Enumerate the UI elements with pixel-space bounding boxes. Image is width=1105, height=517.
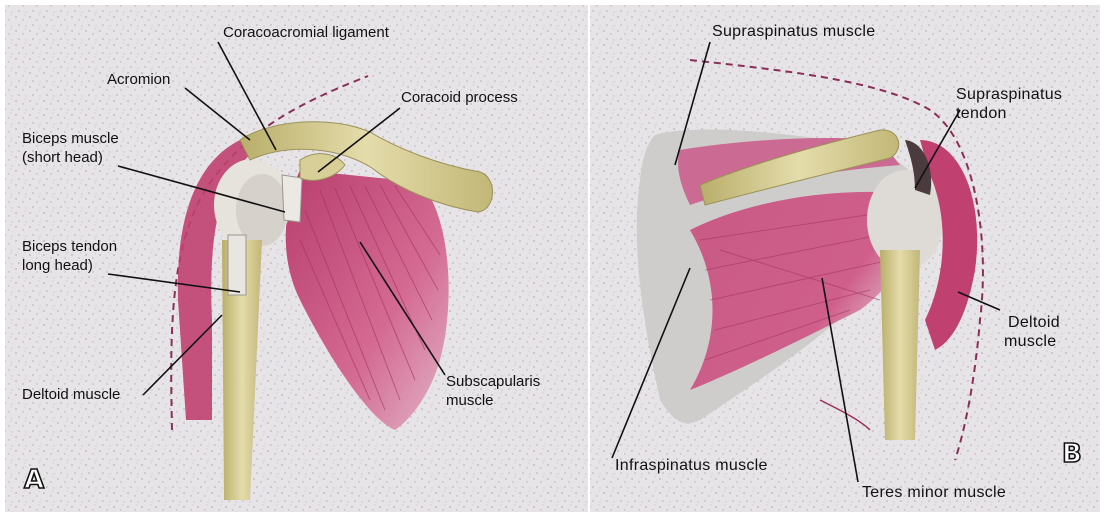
label-coracoacromial-ligament: Coracoacromial ligament	[223, 24, 389, 41]
label-teres-minor-muscle: Teres minor muscle	[862, 484, 1006, 502]
label-infraspinatus-muscle: Infraspinatus muscle	[615, 457, 768, 475]
panel-a-letter: A	[24, 466, 44, 494]
label-supraspinatus-tendon-line1: Supraspinatus	[956, 86, 1062, 104]
label-supraspinatus-tendon-line2: tendon	[956, 105, 1007, 123]
label-deltoid-b-line2: muscle	[1004, 333, 1056, 351]
label-biceps-tendon-line2: long head)	[22, 257, 93, 274]
panel-b-letter: B	[1062, 440, 1082, 468]
label-subscapularis-line2: muscle	[446, 392, 494, 409]
label-deltoid-muscle-a: Deltoid muscle	[22, 386, 120, 403]
label-deltoid-b-line1: Deltoid	[1008, 314, 1060, 332]
label-biceps-tendon-line1: Biceps tendon	[22, 238, 117, 255]
label-supraspinatus-muscle: Supraspinatus muscle	[712, 23, 875, 41]
label-subscapularis-line1: Subscapularis	[446, 373, 540, 390]
label-biceps-short-head-line1: Biceps muscle	[22, 130, 119, 147]
label-coracoid-process: Coracoid process	[401, 89, 518, 106]
label-acromion: Acromion	[107, 71, 170, 88]
label-biceps-short-head-line2: (short head)	[22, 149, 103, 166]
